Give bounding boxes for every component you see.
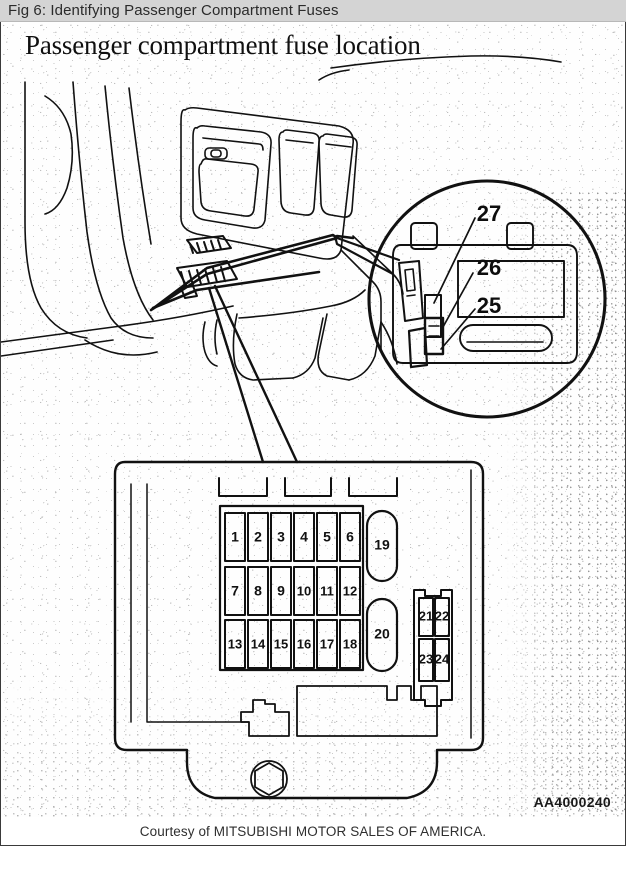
fuse-row-3 — [224, 619, 361, 669]
fuse-box-top-tabs — [218, 477, 398, 497]
relay-number-labels: 19 20 — [374, 537, 390, 642]
inset-label-26: 26 — [477, 255, 501, 280]
figure-frame: 1 2 3 4 5 6 7 8 9 10 11 12 13 14 15 16 — [0, 22, 626, 846]
connector-label-22: 22 — [435, 608, 449, 623]
mounting-bolt — [250, 760, 288, 798]
page-title: Fig 6: Identifying Passenger Compartment… — [8, 2, 339, 19]
inset-callout-leaders — [433, 217, 476, 350]
figure-caption-area: Courtesy of MITSUBISHI MOTOR SALES OF AM… — [1, 817, 625, 845]
connector-label-23: 23 — [419, 651, 433, 666]
inset-leader-line — [333, 234, 401, 276]
inset-number-labels: 27 26 25 — [477, 201, 501, 318]
magnified-inset — [367, 179, 607, 419]
relay-label-20: 20 — [374, 626, 390, 642]
fuse-label-3: 3 — [277, 529, 285, 545]
fuse-label-6: 6 — [346, 529, 354, 545]
dashboard-switch-panel — [180, 106, 358, 260]
kick-panel-trim — [202, 235, 404, 381]
connector-label-24: 24 — [435, 651, 450, 666]
fuse-label-4: 4 — [300, 529, 308, 545]
fuse-label-15: 15 — [274, 636, 288, 651]
dashboard-fuse-block — [176, 235, 238, 299]
upper-right-trim-line — [318, 55, 562, 81]
fuse-label-1: 1 — [231, 529, 239, 545]
fuse-row-2 — [224, 566, 361, 616]
vehicle-interior-illustration — [1, 81, 234, 357]
fuse-number-labels: 1 2 3 4 5 6 7 8 9 10 11 12 13 14 15 16 — [228, 529, 357, 652]
fuse-label-16: 16 — [297, 636, 311, 651]
relay-label-19: 19 — [374, 537, 390, 553]
fuse-label-11: 11 — [320, 583, 334, 598]
figure-caption: Courtesy of MITSUBISHI MOTOR SALES OF AM… — [139, 823, 487, 839]
fuse-label-12: 12 — [343, 583, 357, 598]
figure-code: AA4000240 — [533, 794, 611, 810]
figure-header-bar: Fig 6: Identifying Passenger Compartment… — [0, 0, 626, 22]
fuse-label-2: 2 — [254, 529, 262, 545]
fuse-box-housing — [113, 460, 485, 800]
fuse-grid-frame — [218, 504, 365, 672]
inset-label-25: 25 — [477, 293, 501, 318]
inset-label-27: 27 — [477, 201, 501, 226]
fuse-label-7: 7 — [231, 583, 239, 599]
diagram-title: Passenger compartment fuse location — [25, 30, 421, 60]
connector-number-labels: 21 22 23 24 — [419, 608, 450, 666]
relay-shapes — [365, 509, 399, 673]
fuse-box-bottom-connectors — [240, 685, 438, 737]
fuse-label-13: 13 — [228, 636, 242, 651]
fuse-row-1 — [224, 512, 361, 562]
fuse-label-8: 8 — [254, 583, 262, 599]
fuse-label-17: 17 — [320, 636, 334, 651]
fuse-box-inner-outline — [130, 469, 472, 739]
connector-block — [413, 589, 453, 707]
fuse-label-18: 18 — [343, 636, 357, 651]
fuse-label-9: 9 — [277, 583, 285, 599]
fusebox-leader-line — [207, 284, 299, 464]
fuse-label-5: 5 — [323, 529, 331, 545]
connector-label-21: 21 — [419, 608, 433, 623]
fuse-location-line-art: 1 2 3 4 5 6 7 8 9 10 11 12 13 14 15 16 — [1, 55, 607, 800]
fuse-label-14: 14 — [251, 636, 266, 651]
fuse-label-10: 10 — [297, 583, 311, 598]
scanned-diagram: 1 2 3 4 5 6 7 8 9 10 11 12 13 14 15 16 — [1, 22, 625, 818]
